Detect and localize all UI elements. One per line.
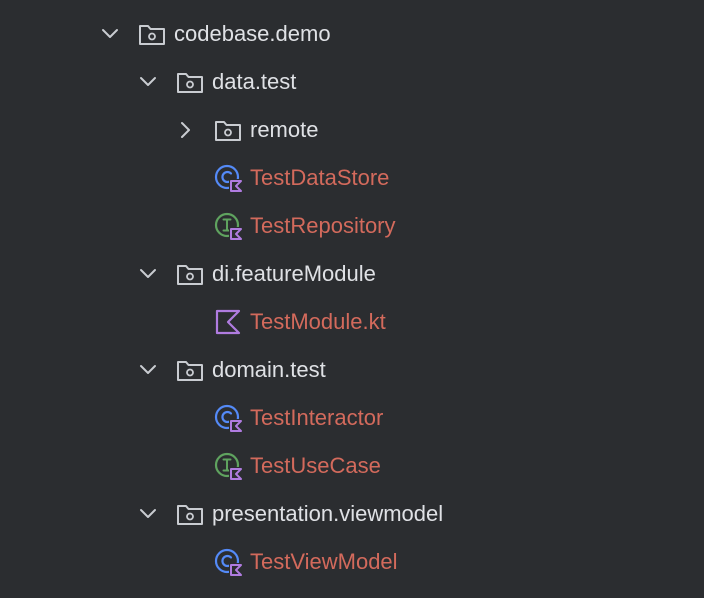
tree-node-label: di.featureModule bbox=[212, 261, 376, 286]
tree-node-label: presentation.viewmodel bbox=[212, 501, 444, 526]
package-folder-icon bbox=[175, 355, 205, 385]
kotlin-class-icon bbox=[213, 163, 243, 193]
tree-node-label: TestDataStore bbox=[250, 165, 390, 190]
kotlin-interface-icon bbox=[213, 451, 243, 481]
kotlin-file-icon bbox=[213, 307, 243, 337]
kotlin-interface-icon bbox=[213, 211, 243, 241]
chevron-right-icon[interactable] bbox=[176, 120, 196, 140]
tree-node-presentation-viewmodel[interactable]: presentation.viewmodel bbox=[0, 490, 704, 538]
tree-node-label: TestModule.kt bbox=[250, 309, 386, 334]
tree-node-data-test[interactable]: data.test bbox=[0, 58, 704, 106]
tree-node-label: remote bbox=[250, 117, 319, 142]
tree-node-label: domain.test bbox=[212, 357, 326, 382]
tree-node-label: TestUseCase bbox=[250, 453, 381, 478]
package-folder-icon bbox=[175, 259, 205, 289]
chevron-down-icon[interactable] bbox=[100, 24, 120, 44]
chevron-down-icon[interactable] bbox=[138, 72, 158, 92]
tree-node-testviewmodel[interactable]: TestViewModel bbox=[0, 538, 704, 586]
tree-node-domain-test[interactable]: domain.test bbox=[0, 346, 704, 394]
tree-node-testdatastore[interactable]: TestDataStore bbox=[0, 154, 704, 202]
chevron-down-icon[interactable] bbox=[138, 504, 158, 524]
tree-node-remote[interactable]: remote bbox=[0, 106, 704, 154]
chevron-down-icon[interactable] bbox=[138, 264, 158, 284]
tree-node-testrepository[interactable]: TestRepository bbox=[0, 202, 704, 250]
kotlin-class-icon bbox=[213, 403, 243, 433]
package-folder-icon bbox=[175, 499, 205, 529]
tree-node-label: data.test bbox=[212, 69, 297, 94]
tree-node-codebase-demo[interactable]: codebase.demo bbox=[0, 10, 704, 58]
package-folder-icon bbox=[175, 67, 205, 97]
tree-node-label: TestViewModel bbox=[250, 549, 398, 574]
tree-node-label: TestInteractor bbox=[250, 405, 384, 430]
kotlin-class-icon bbox=[213, 547, 243, 577]
tree-node-testusecase[interactable]: TestUseCase bbox=[0, 442, 704, 490]
package-folder-icon bbox=[213, 115, 243, 145]
tree-node-testmodule-kt[interactable]: TestModule.kt bbox=[0, 298, 704, 346]
tree-node-label: TestRepository bbox=[250, 213, 396, 238]
tree-node-di-featuremodule[interactable]: di.featureModule bbox=[0, 250, 704, 298]
tree-node-label: codebase.demo bbox=[174, 21, 331, 46]
tree-node-testinteractor[interactable]: TestInteractor bbox=[0, 394, 704, 442]
chevron-down-icon[interactable] bbox=[138, 360, 158, 380]
package-folder-icon bbox=[137, 19, 167, 49]
